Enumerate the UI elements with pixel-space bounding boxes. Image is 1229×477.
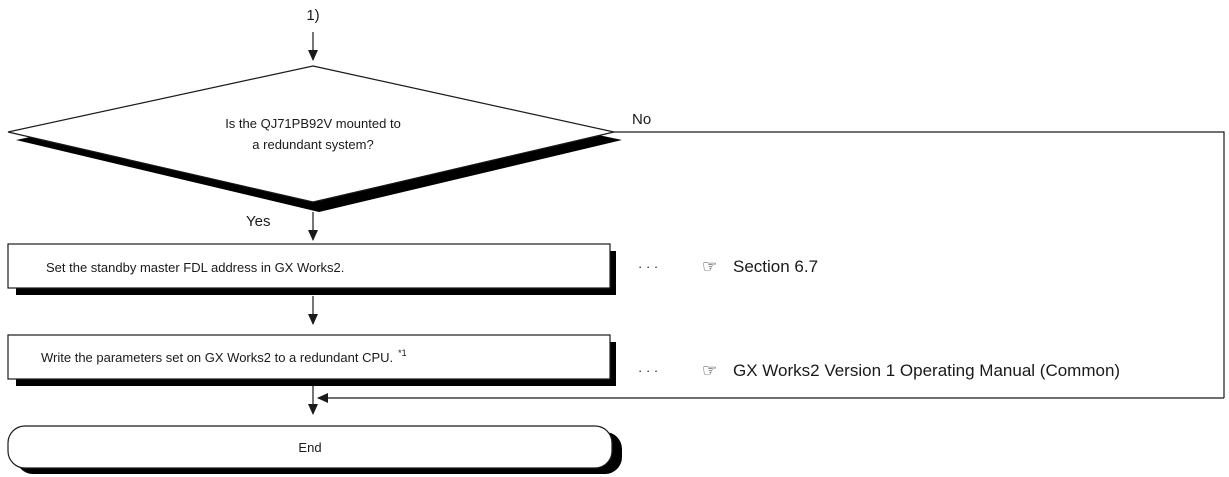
- step-2-shape: [7, 334, 611, 380]
- step-2-text-line: Write the parameters set on GX Works2 to…: [41, 348, 407, 365]
- end-terminal-label: End: [298, 440, 321, 455]
- decision-shape: [7, 65, 615, 203]
- step-2-ref-pointing-hand-icon: ☞: [702, 361, 717, 380]
- step-2-text: Write the parameters set on GX Works2 to…: [41, 350, 393, 365]
- step-2-box: Write the parameters set on GX Works2 to…: [7, 334, 616, 386]
- start-connector-label: 1): [306, 7, 319, 24]
- decision-question-line1: Is the QJ71PB92V mounted to: [225, 116, 401, 131]
- step-1-shape: [7, 243, 611, 289]
- step-1-text: Set the standby master FDL address in GX…: [46, 260, 344, 275]
- step-1-ref-text: Section 6.7: [733, 257, 818, 276]
- decision-diamond: Is the QJ71PB92V mounted to a redundant …: [7, 65, 622, 212]
- step-2-ref-dots: · · ·: [638, 363, 658, 378]
- step-2-reference: · · · ☞ GX Works2 Version 1 Operating Ma…: [638, 361, 1120, 380]
- step-2-footnote: *1: [398, 348, 407, 358]
- step-1-reference: · · · ☞ Section 6.7: [638, 257, 818, 276]
- yes-label: Yes: [246, 213, 270, 230]
- step-1-box: Set the standby master FDL address in GX…: [7, 243, 616, 295]
- decision-question-line2: a redundant system?: [252, 137, 373, 152]
- step-1-ref-dots: · · ·: [638, 259, 658, 274]
- no-label: No: [632, 111, 651, 128]
- end-terminal: End: [7, 425, 622, 474]
- no-branch-line: [614, 131, 1225, 398]
- end-terminal-shape: [7, 425, 613, 469]
- step-2-ref-text: GX Works2 Version 1 Operating Manual (Co…: [733, 361, 1120, 380]
- step-1-ref-pointing-hand-icon: ☞: [702, 257, 717, 276]
